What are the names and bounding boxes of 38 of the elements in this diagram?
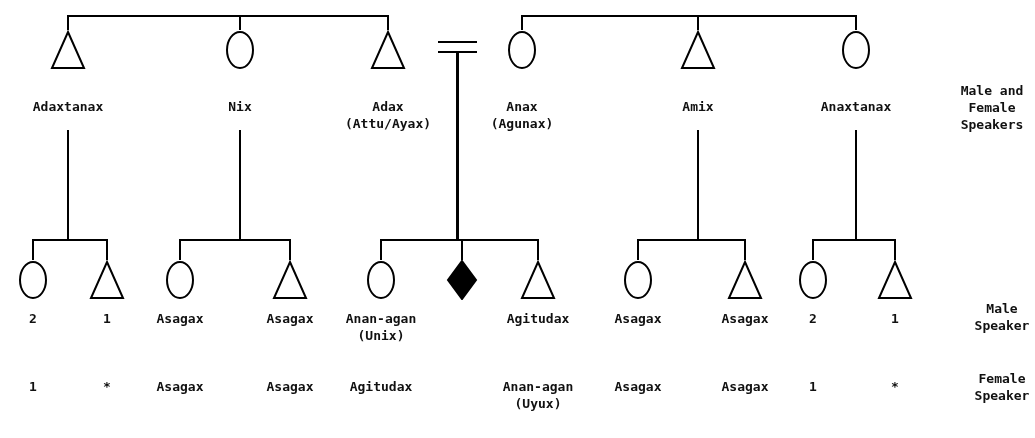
- kin-term: 1: [102, 310, 112, 327]
- row-label: Male Speaker: [973, 300, 1031, 334]
- kin-term: 1: [890, 310, 900, 327]
- kinship-line: [697, 15, 857, 31]
- kin-term: Nix: [227, 98, 253, 115]
- kin-term: Asagax: [155, 310, 205, 327]
- row-label: Female Speaker: [973, 370, 1031, 404]
- kin-term: Anax (Agunax): [489, 98, 555, 132]
- kinship-line: [239, 15, 389, 31]
- row-label: Asagax: [613, 378, 663, 395]
- kinship-line: [67, 15, 241, 31]
- row-label: 1: [808, 378, 818, 395]
- kinship-line: [697, 129, 746, 261]
- kin-term: Anaxtanax: [819, 98, 893, 115]
- row-label: Agitudax: [348, 378, 414, 395]
- row-label: *: [890, 378, 900, 395]
- kinship-line: [521, 15, 699, 31]
- kin-term: Amix: [681, 98, 715, 115]
- row-label: Asagax: [720, 378, 770, 395]
- row-label: 1: [28, 378, 38, 395]
- kin-term: 2: [808, 310, 818, 327]
- row-label: Asagax: [265, 378, 315, 395]
- kin-term: Adaxtanax: [31, 98, 105, 115]
- row-label: *: [102, 378, 112, 395]
- row-label: Asagax: [155, 378, 205, 395]
- kin-term: Adax (Attu/Ayax): [343, 98, 433, 132]
- kinship-line: [855, 129, 896, 261]
- kin-term: Anan-agan (Unix): [344, 310, 418, 344]
- kinship-line: [67, 129, 108, 261]
- kinship-line: [239, 129, 291, 261]
- kin-term: Asagax: [720, 310, 770, 327]
- kin-term: Asagax: [265, 310, 315, 327]
- kin-term: Agitudax: [505, 310, 571, 327]
- row-label: Male and Female Speakers: [959, 82, 1025, 133]
- kinship-line: [456, 51, 539, 261]
- row-label: Anan-agan (Uyux): [501, 378, 575, 412]
- kin-term: Asagax: [613, 310, 663, 327]
- kin-term: 2: [28, 310, 38, 327]
